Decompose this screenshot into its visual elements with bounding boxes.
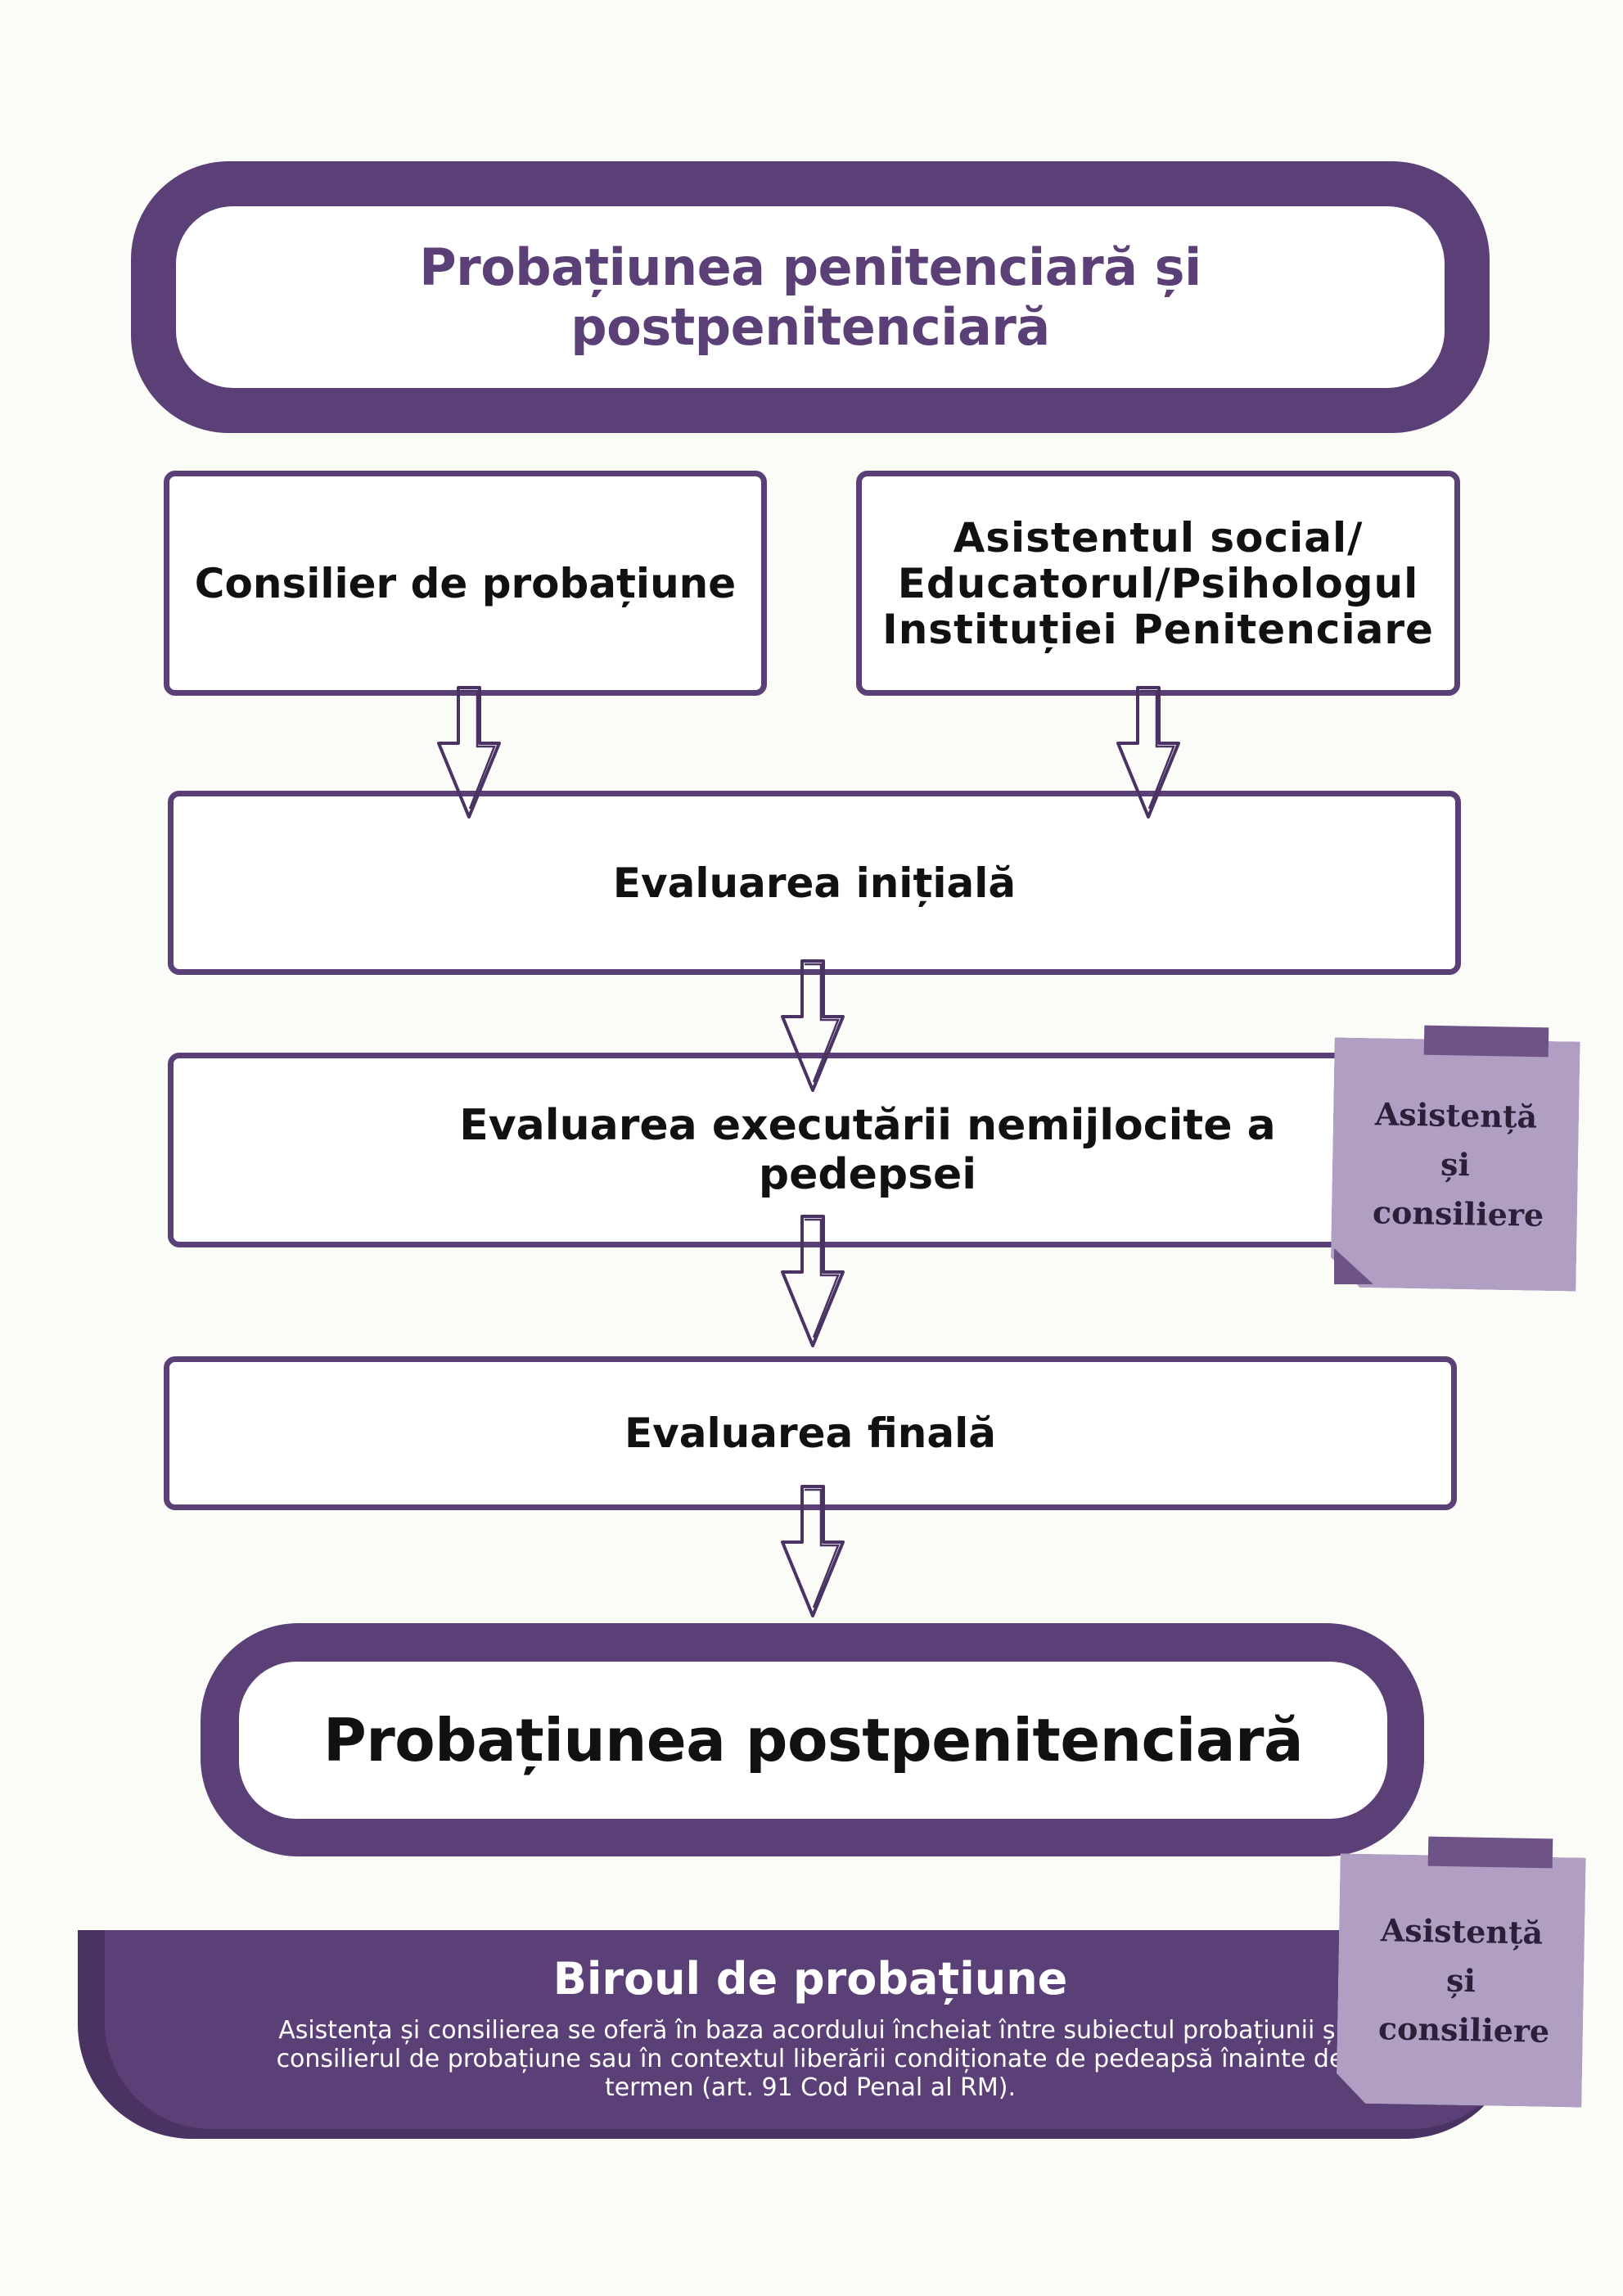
- step-initial-evaluation: Evaluarea inițială: [168, 791, 1461, 975]
- step-execution-label: Evaluarea executării nemijlocite a pedep…: [459, 1101, 1276, 1199]
- arrow-down-icon: [781, 959, 845, 1092]
- sticky-note-2-text: Asistență și consiliere: [1377, 1910, 1550, 2050]
- sticky-note-1: Asistență și consiliere: [1330, 1037, 1580, 1291]
- role-left-label: Consilier de probațiune: [194, 559, 737, 607]
- arrow-down-icon: [437, 686, 501, 819]
- page-title: Probațiunea penitenciară și postpenitenc…: [419, 237, 1201, 357]
- sticky-note-2-tape: [1427, 1836, 1553, 1869]
- sticky-note-1-text: Asistență și consiliere: [1372, 1094, 1544, 1234]
- footer-description: Asistența și consilierea se oferă în baz…: [276, 2016, 1345, 2102]
- footer-banner: Biroul de probațiune Asistența și consil…: [105, 1930, 1518, 2129]
- arrow-down-icon: [781, 1485, 845, 1617]
- footer-title: Biroul de probațiune: [552, 1953, 1068, 2005]
- sticky-note-2: Asistență și consiliere: [1336, 1853, 1585, 2107]
- result-panel: Probațiunea postpenitenciară: [239, 1662, 1387, 1819]
- step-final-evaluation: Evaluarea finală: [164, 1356, 1457, 1510]
- arrow-down-icon: [781, 1215, 845, 1347]
- step-initial-label: Evaluarea inițială: [612, 859, 1017, 907]
- sticky-note-1-tape: [1423, 1025, 1549, 1058]
- step-final-label: Evaluarea finală: [624, 1410, 996, 1457]
- step-execution-evaluation: Evaluarea executării nemijlocite a pedep…: [168, 1053, 1395, 1247]
- header-panel: Probațiunea penitenciară și postpenitenc…: [176, 206, 1445, 388]
- role-box-right: Asistentul social/ Educatorul/Psihologul…: [856, 471, 1460, 696]
- arrow-down-icon: [1116, 686, 1180, 819]
- role-box-left: Consilier de probațiune: [164, 471, 767, 696]
- role-right-label: Asistentul social/ Educatorul/Psihologul…: [882, 513, 1434, 653]
- result-title: Probațiunea postpenitenciară: [322, 1706, 1304, 1775]
